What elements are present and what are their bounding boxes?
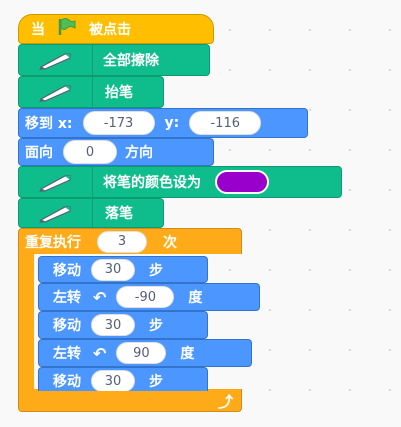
repeat-suffix: 次 — [163, 234, 177, 251]
pen-icon — [19, 45, 93, 75]
move-label: 移动 — [53, 262, 81, 279]
turn-label: 左转 — [53, 346, 81, 362]
y-label: y: — [164, 115, 180, 131]
pen-icon — [19, 199, 93, 227]
degrees-suffix: 度 — [188, 290, 203, 306]
move-steps-block[interactable]: 移动 30 步 — [38, 367, 208, 395]
pen-down-label: 落笔 — [105, 206, 133, 222]
turn-left-block[interactable]: 左转 ↶ 90 度 — [38, 339, 252, 367]
move-label: 移动 — [53, 318, 81, 334]
pen-up-block[interactable]: 抬笔 — [18, 76, 164, 108]
when-label: 当 — [31, 22, 45, 38]
set-pen-color-block[interactable]: 将笔的颜色设为 — [18, 166, 342, 198]
pen-clear-label: 全部擦除 — [103, 53, 159, 69]
clicked-label: 被点击 — [89, 22, 131, 38]
move-steps-block[interactable]: 移动 30 步 — [38, 256, 208, 283]
steps-suffix: 步 — [149, 262, 163, 279]
move-label: 移动 — [53, 374, 81, 390]
steps-input[interactable]: 30 — [91, 314, 135, 336]
pen-icon — [19, 167, 93, 197]
point-direction-block[interactable]: 面向 0 方向 — [18, 138, 214, 166]
degrees-input[interactable]: 90 — [116, 342, 167, 364]
direction-input[interactable]: 0 — [63, 140, 117, 164]
degrees-input[interactable]: -90 — [116, 286, 175, 308]
steps-input[interactable]: 30 — [91, 258, 135, 281]
degrees-suffix: 度 — [180, 346, 195, 362]
direction-suffix: 方向 — [125, 145, 153, 161]
y-input[interactable]: -116 — [189, 111, 262, 135]
pen-clear-block[interactable]: 全部擦除 — [18, 44, 210, 76]
goto-label: 移到 x: — [25, 116, 73, 132]
move-steps-block[interactable]: 移动 30 步 — [38, 311, 208, 339]
pen-up-label: 抬笔 — [105, 85, 133, 101]
goto-xy-block[interactable]: 移到 x: -173 y: -116 — [18, 108, 308, 138]
steps-suffix: 步 — [149, 318, 163, 334]
steps-input[interactable]: 30 — [91, 370, 135, 392]
pen-color-swatch[interactable] — [215, 170, 269, 194]
repeat-count-input[interactable]: 3 — [97, 230, 147, 253]
green-flag-icon — [57, 18, 77, 40]
turn-label: 左转 — [53, 290, 81, 306]
repeat-label: 重复执行 — [25, 234, 81, 251]
steps-suffix: 步 — [149, 374, 163, 390]
loop-arrow-icon: ⤴ — [217, 392, 233, 411]
repeat-block-footer[interactable]: ⤴ — [19, 391, 241, 411]
point-label: 面向 — [25, 145, 53, 161]
x-input[interactable]: -173 — [82, 111, 155, 135]
turn-left-block[interactable]: 左转 ↶ -90 度 — [38, 283, 260, 311]
pen-down-block[interactable]: 落笔 — [18, 198, 164, 228]
pen-icon — [19, 77, 93, 107]
rotate-left-icon: ↶ — [93, 287, 107, 307]
set-color-label: 将笔的颜色设为 — [103, 175, 201, 191]
rotate-left-icon: ↶ — [93, 343, 107, 363]
when-flag-clicked-block[interactable]: 当 被点击 — [18, 14, 214, 44]
repeat-block-header[interactable]: 重复执行 3 次 — [19, 229, 241, 254]
